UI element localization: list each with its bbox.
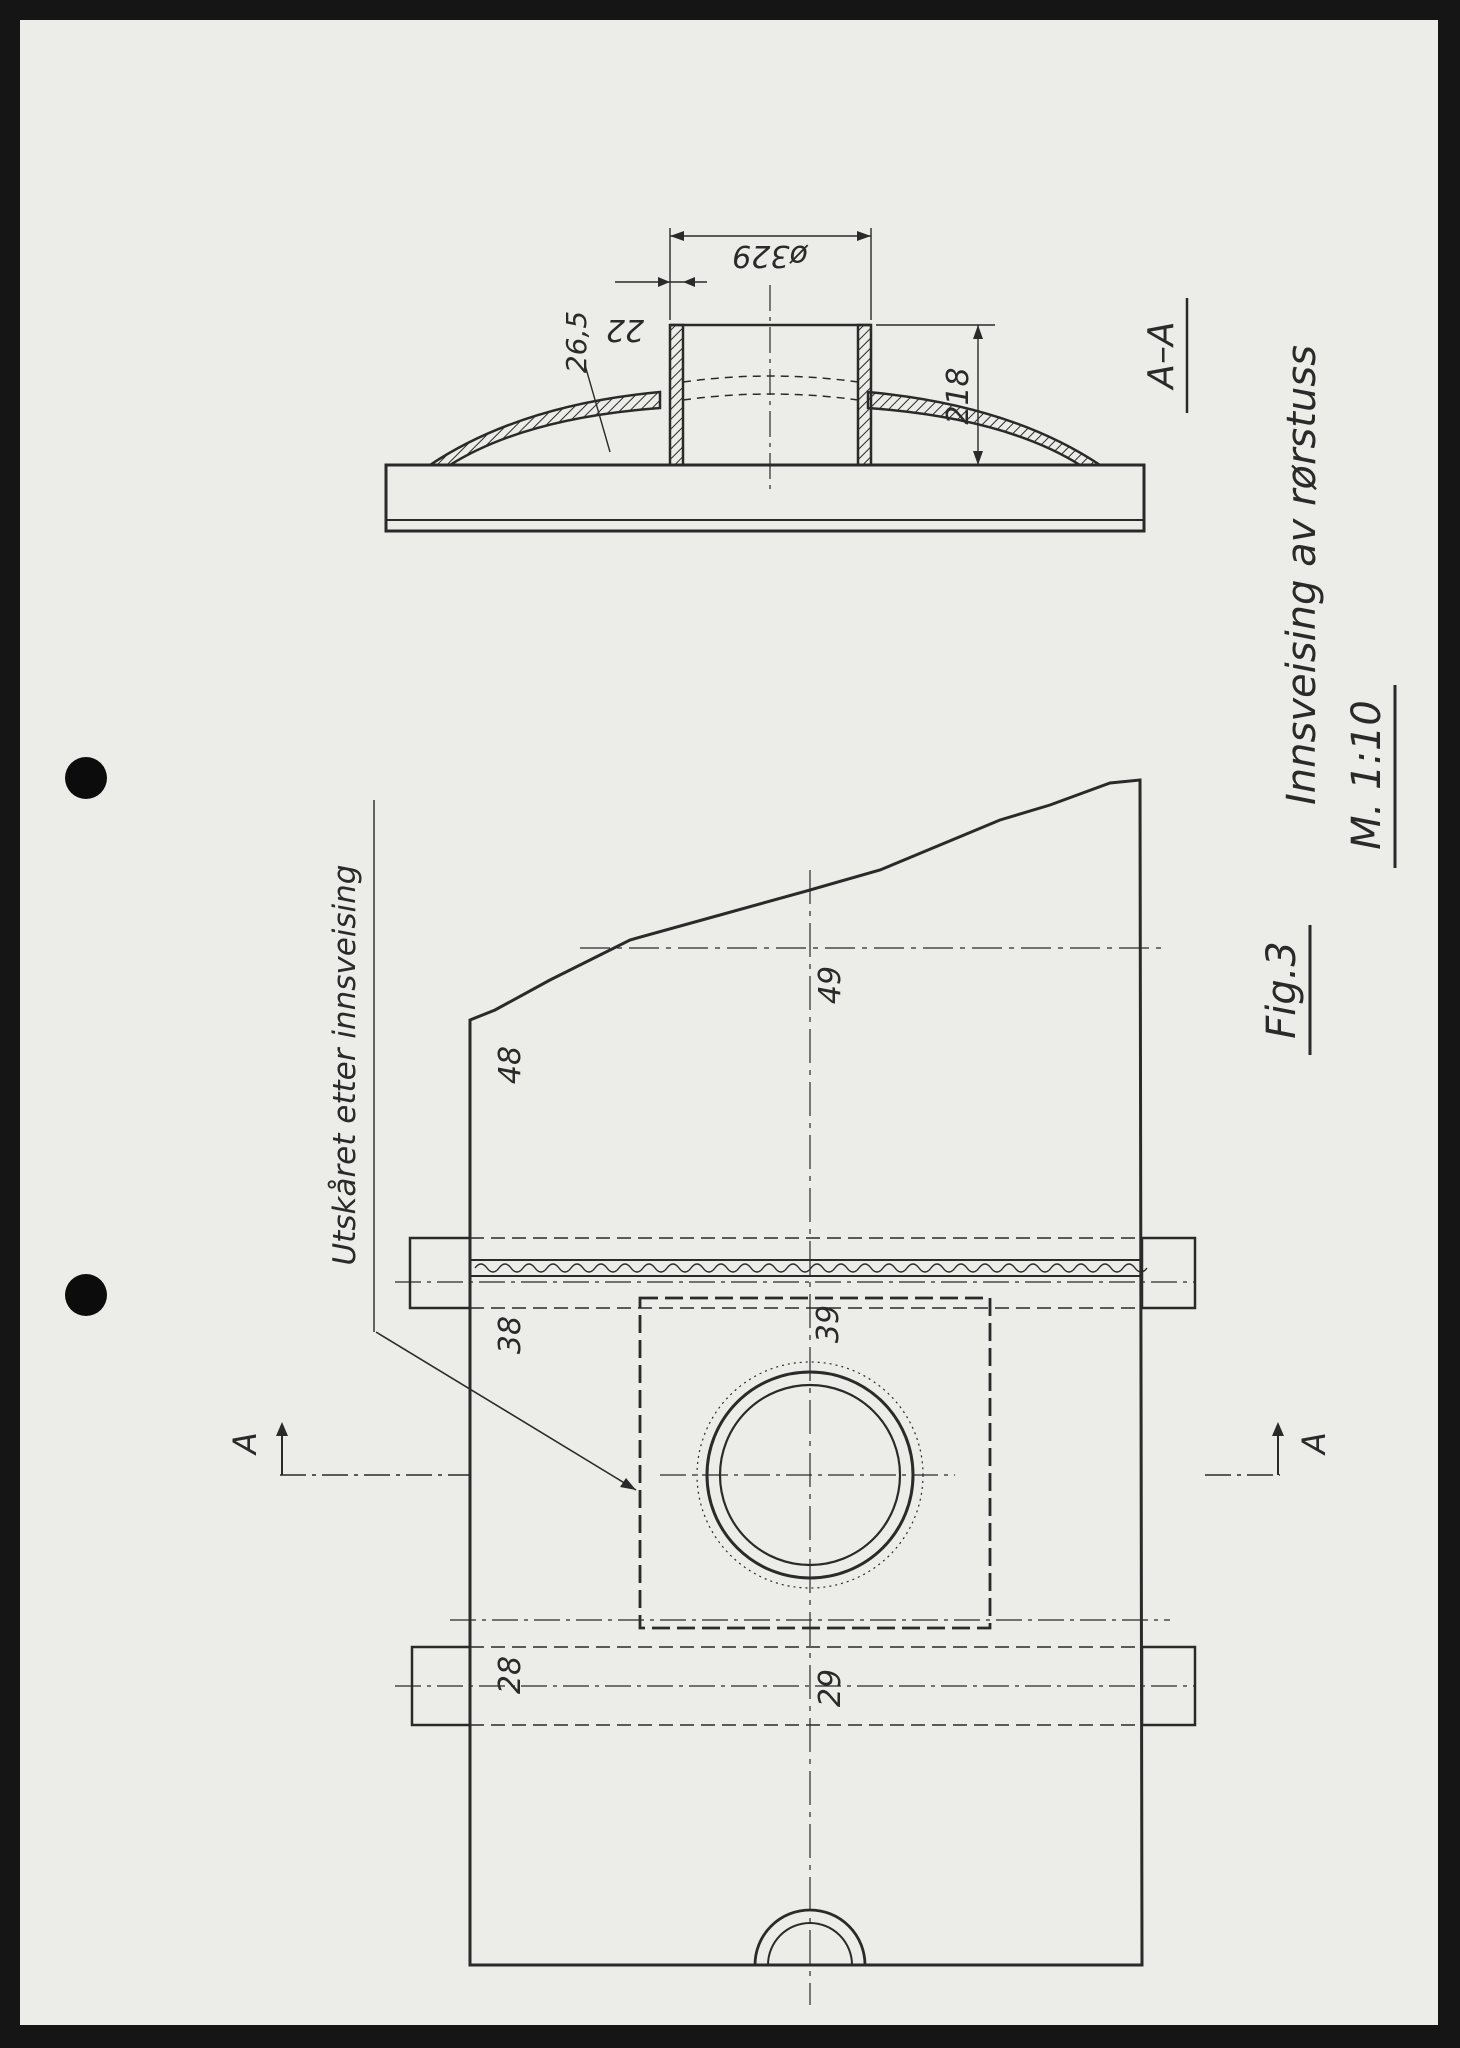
section-marker-left: A bbox=[226, 1432, 264, 1456]
dim-height: 218 bbox=[941, 367, 976, 424]
dim-wall: 22 bbox=[606, 312, 644, 347]
number-38: 38 bbox=[493, 1316, 528, 1354]
number-48: 48 bbox=[493, 1046, 528, 1084]
pipe-wall-right bbox=[856, 323, 873, 467]
number-29: 29 bbox=[813, 1669, 848, 1707]
plan-view: A A bbox=[226, 778, 1333, 2005]
number-28: 28 bbox=[493, 1656, 528, 1694]
figure-scale: M. 1:10 bbox=[1344, 700, 1390, 850]
curved-plate-right bbox=[866, 390, 1105, 467]
figure-title: Innsveising av rørstuss bbox=[1279, 345, 1325, 805]
cutout-outline bbox=[638, 1296, 992, 1630]
number-49: 49 bbox=[813, 966, 848, 1004]
binder-hole-bottom bbox=[65, 1274, 107, 1316]
pipe-wall-left bbox=[668, 323, 685, 467]
weld-seam bbox=[469, 1259, 1143, 1277]
technical-drawing: ø329 22 26,5 218 A–A bbox=[65, 228, 1397, 2005]
dim-diameter: ø329 bbox=[732, 238, 809, 273]
curved-plate-left bbox=[425, 390, 662, 467]
cutout-label: Utskåret etter innsveising bbox=[327, 864, 363, 1265]
dim-plate: 26,5 bbox=[560, 311, 593, 373]
section-title: A–A bbox=[1141, 321, 1182, 390]
binder-hole-top bbox=[65, 757, 107, 799]
section-view: ø329 22 26,5 218 A–A bbox=[384, 228, 1189, 533]
section-marker-right: A bbox=[1295, 1432, 1333, 1456]
figure-number: Fig.3 bbox=[1259, 941, 1305, 1039]
drawing-sheet: ø329 22 26,5 218 A–A bbox=[20, 20, 1438, 2025]
number-39: 39 bbox=[811, 1305, 846, 1343]
